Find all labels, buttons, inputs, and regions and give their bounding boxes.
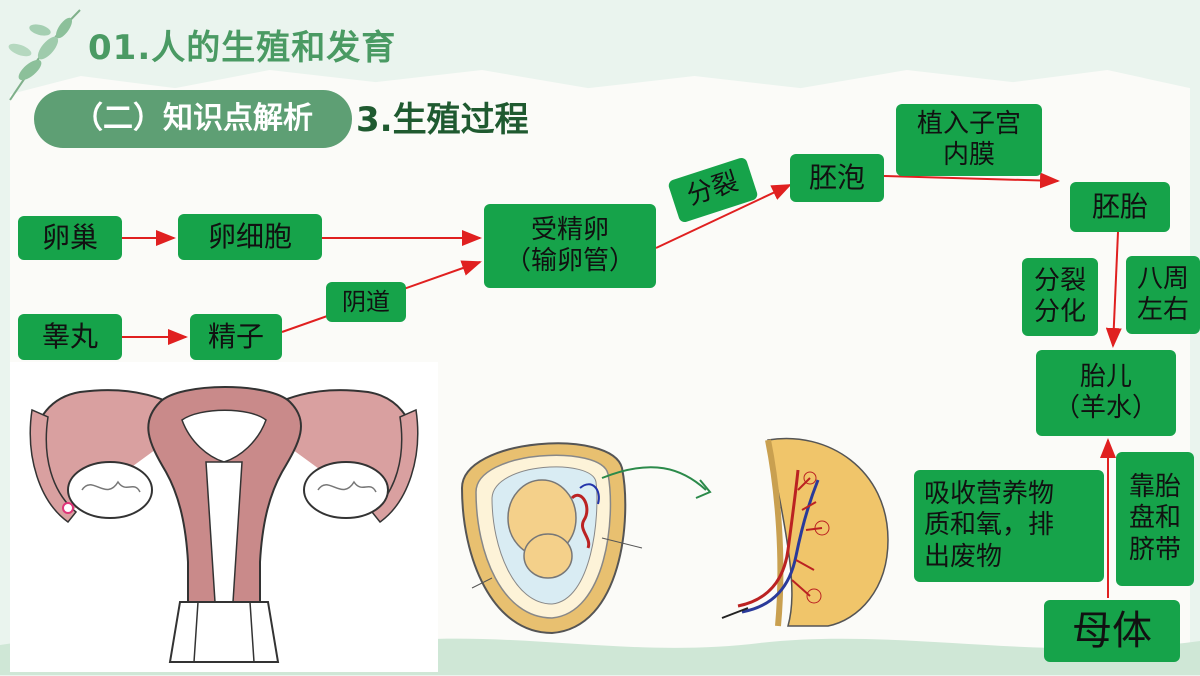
node-mother: 母体	[1044, 600, 1180, 662]
node-eight-weeks: 八周 左右	[1126, 256, 1200, 334]
node-fetus-line2: （羊水）	[1053, 393, 1158, 423]
node-placenta-line3: 脐带	[1128, 534, 1181, 565]
node-divide-line1: 分裂	[1033, 265, 1086, 296]
node-vagina: 阴道	[326, 282, 406, 322]
fetus-in-womb-illustration	[460, 442, 712, 635]
arrow-blastocyst-embryo	[883, 172, 1060, 189]
node-egg-cell: 卵细胞	[178, 214, 322, 260]
arrow-embryo-fetus	[1105, 231, 1122, 348]
node-implant-line1: 植入子宫	[916, 108, 1021, 139]
node-zygote-line1: 受精卵	[530, 214, 609, 245]
node-blastocyst: 胚泡	[790, 154, 884, 202]
node-fetus: 胎儿 （羊水）	[1036, 350, 1176, 436]
node-eight-weeks-line2: 左右	[1136, 295, 1189, 325]
node-placenta-line1: 靠胎	[1128, 472, 1181, 503]
node-testis: 睾丸	[18, 314, 122, 360]
node-placenta: 靠胎 盘和 脐带	[1116, 452, 1194, 586]
node-zygote-line2: （输卵管）	[504, 246, 635, 276]
node-absorb-line2: 质和氧，排	[924, 510, 1055, 541]
node-implant-line2: 内膜	[942, 140, 995, 170]
node-divide-line2: 分化	[1033, 297, 1086, 327]
placenta-illustration	[721, 437, 889, 627]
node-ovary: 卵巢	[18, 216, 122, 260]
reproductive-system-illustration	[10, 362, 438, 672]
node-eight-weeks-line1: 八周	[1136, 263, 1189, 294]
section-subtitle: 3.生殖过程	[356, 100, 529, 140]
node-embryo: 胚胎	[1070, 182, 1170, 232]
leaf-decoration-icon	[8, 9, 81, 101]
section-pill: （二）知识点解析	[34, 90, 352, 148]
node-placenta-line2: 盘和	[1128, 503, 1181, 534]
node-divide-differentiate: 分裂 分化	[1022, 258, 1098, 336]
node-fetus-line1: 胎儿	[1079, 361, 1132, 392]
node-sperm: 精子	[190, 314, 282, 360]
node-absorb-line3: 出废物	[924, 541, 1003, 572]
node-absorb-line1: 吸收营养物	[924, 479, 1055, 510]
node-zygote: 受精卵 （输卵管）	[484, 204, 656, 288]
node-implant: 植入子宫 内膜	[896, 104, 1042, 176]
arrow-zygote-blastocyst	[655, 184, 792, 249]
uterus-illustration-icon	[29, 386, 419, 663]
page-title: 01.人的生殖和发育	[88, 28, 397, 68]
node-absorb: 吸收营养物 质和氧，排 出废物	[914, 470, 1104, 582]
